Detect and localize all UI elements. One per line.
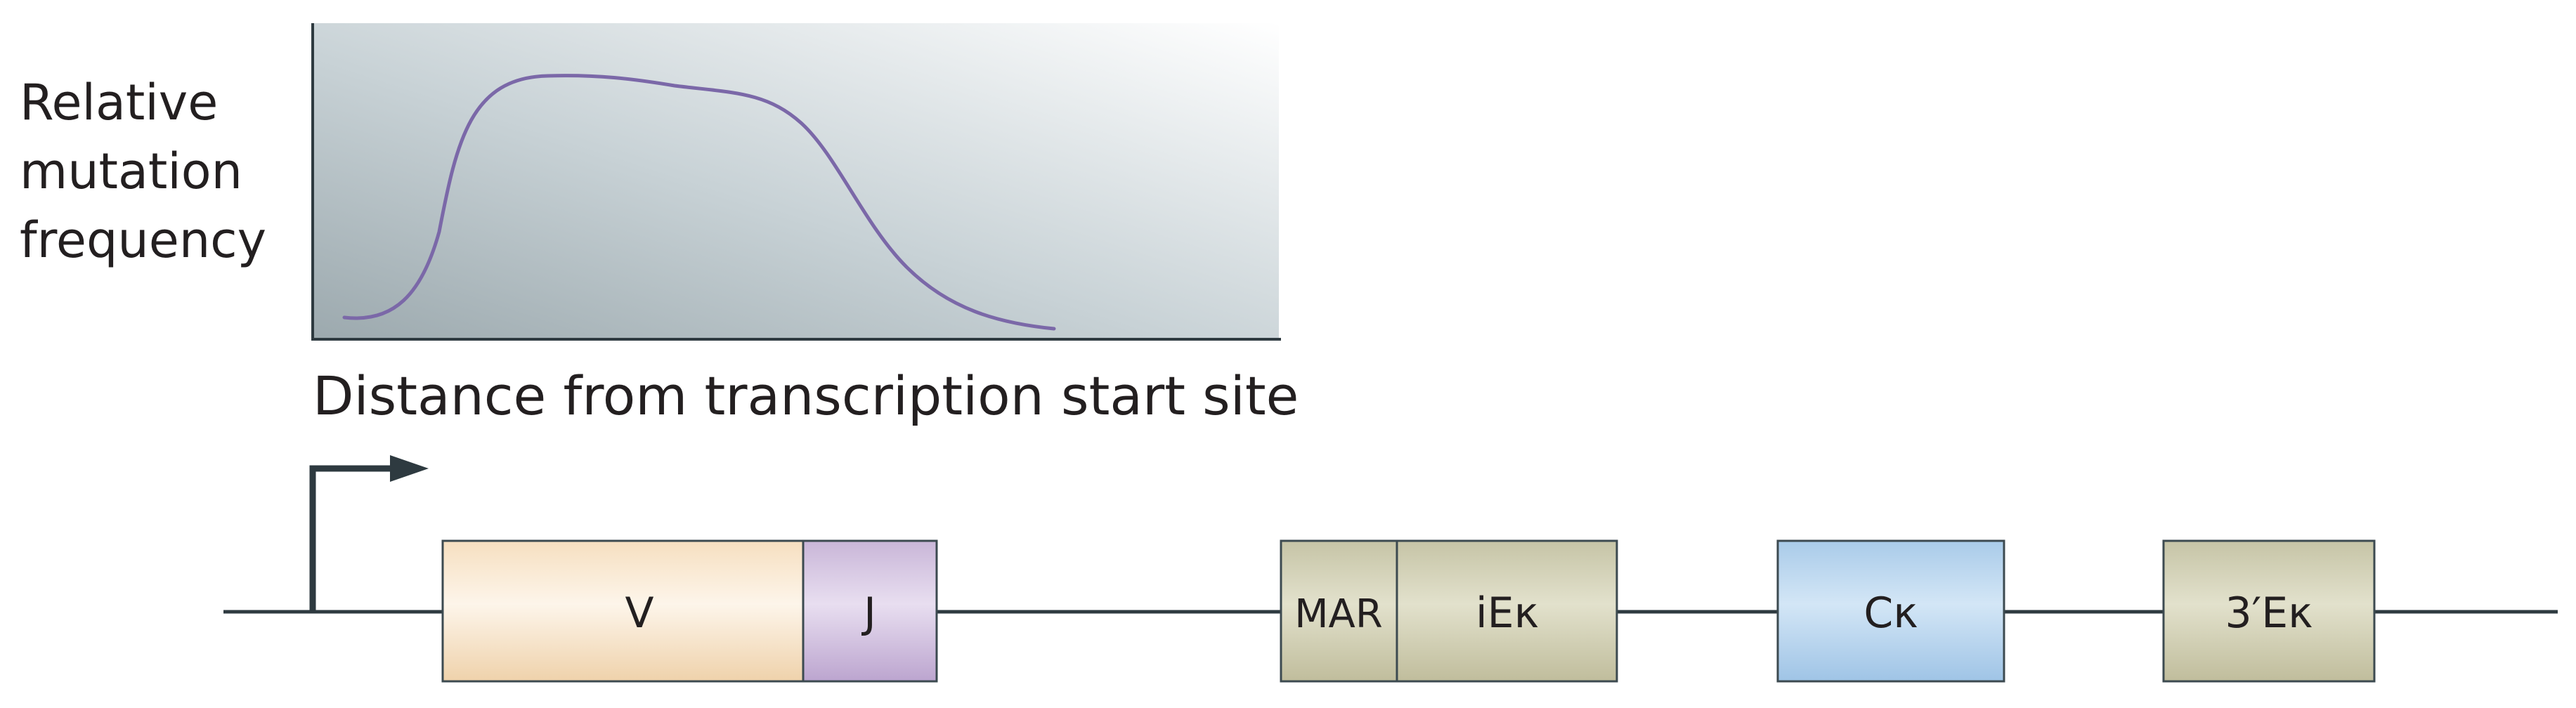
y-axis-label: Relative mutation frequency xyxy=(20,74,266,269)
gene-box-j xyxy=(802,539,938,683)
gene-label-iek: iEκ xyxy=(1476,589,1539,638)
y-axis-label-line-2: mutation xyxy=(20,143,242,200)
mutation-frequency-plot: Relative mutation frequency Distance fro… xyxy=(20,23,1299,427)
gene-box-3ek xyxy=(2162,539,2376,683)
y-axis-label-line-3: frequency xyxy=(20,211,266,269)
x-axis-label: Distance from transcription start site xyxy=(313,365,1299,427)
gene-segment-j: J xyxy=(802,539,938,683)
gene-box-mar xyxy=(1280,539,1398,683)
gene-box-iek xyxy=(1396,539,1618,683)
gene-box-ck xyxy=(1776,539,2005,683)
promoter-arrow-icon xyxy=(309,455,429,612)
gene-segment-v: V xyxy=(441,539,805,683)
mutation-frequency-curve xyxy=(342,74,1056,331)
gene-segment-mar: MAR xyxy=(1280,539,1398,683)
gene-segment-ck: Cκ xyxy=(1776,539,2005,683)
plot-background xyxy=(313,23,1279,339)
gene-label-ck: Cκ xyxy=(1863,589,1918,638)
gene-segment-3ek: 3′Eκ xyxy=(2162,539,2376,683)
y-axis-label-line-1: Relative xyxy=(20,74,218,131)
gene-label-v: V xyxy=(625,589,653,638)
gene-segment-iek: iEκ xyxy=(1396,539,1618,683)
gene-box-v xyxy=(441,539,805,683)
gene-label-j: J xyxy=(861,589,876,638)
gene-label-mar: MAR xyxy=(1294,591,1383,637)
gene-label-3ek: 3′Eκ xyxy=(2225,589,2312,638)
